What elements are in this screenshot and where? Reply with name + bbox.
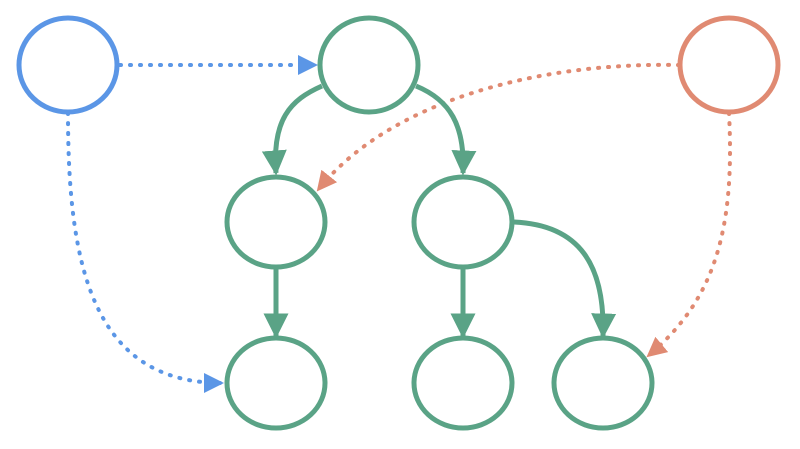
nodes-group bbox=[16, 15, 781, 431]
green-bottom-middle bbox=[411, 335, 515, 431]
green-mid-left bbox=[224, 174, 328, 270]
green-mid-right bbox=[411, 174, 515, 270]
edge-green-root-to-green-mid-right bbox=[415, 83, 477, 176]
edge-orange-node-to-green-bottom-right bbox=[646, 111, 733, 358]
edge-green-root-to-green-mid-left bbox=[261, 83, 324, 176]
blue-node bbox=[16, 15, 120, 115]
green-bottom-left bbox=[224, 335, 328, 431]
edge-orange-node-to-green-mid-left bbox=[316, 62, 681, 192]
edge-blue-node-to-green-bottom-left bbox=[66, 111, 224, 393]
edges-group bbox=[66, 55, 733, 393]
orange-node bbox=[677, 15, 781, 115]
green-root bbox=[317, 15, 421, 115]
edge-green-mid-right-to-green-bottom-right bbox=[513, 219, 617, 339]
green-bottom-right bbox=[551, 335, 655, 431]
